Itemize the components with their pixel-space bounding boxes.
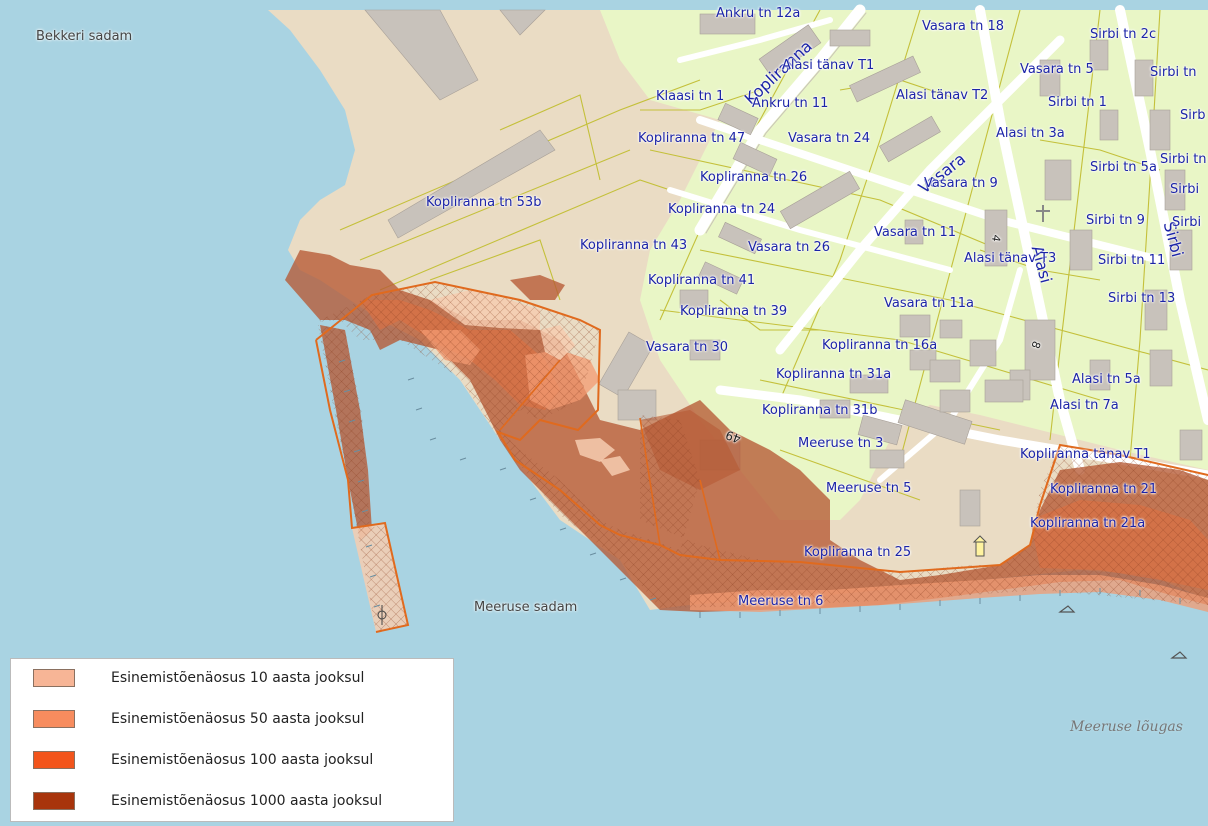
legend-label: Esinemistõenäosus 10 aasta jooksul (111, 670, 365, 686)
address-label: Vasara tn 24 (788, 131, 871, 146)
address-label: Kopliranna tn 39 (680, 304, 788, 319)
address-label: Meeruse tn 6 (738, 594, 824, 609)
address-label: Kopliranna tn 26 (700, 170, 808, 185)
address-label: Vasara tn 5 (1020, 62, 1094, 77)
address-label: Kopliranna tänav T1 (1020, 447, 1151, 462)
legend-item-1000-year: Esinemistõenäosus 1000 aasta jooksul (11, 786, 382, 816)
map-legend: Esinemistõenäosus 10 aasta jooksul Esine… (10, 658, 454, 822)
boat-icon (1058, 605, 1188, 659)
address-label: Sirbi tn 13 (1108, 291, 1176, 306)
label-meeruse-sadam: Meeruse sadam (474, 600, 578, 615)
address-label: Kopliranna tn 43 (580, 238, 688, 253)
address-label: Sirbi tn (1160, 152, 1207, 167)
address-label: Vasara tn 11 (874, 225, 957, 240)
address-label: Alasi tn 7a (1050, 398, 1119, 413)
label-bekkeri-sadam: Bekkeri sadam (36, 29, 133, 44)
address-label: Ankru tn 11 (752, 96, 829, 111)
address-label: Meeruse tn 5 (826, 481, 912, 496)
address-label: Sirbi tn 11 (1098, 253, 1166, 268)
pier-light-icon (377, 605, 387, 625)
address-label: Vasara tn 18 (922, 19, 1005, 34)
address-label: Alasi tänav T1 (782, 58, 875, 73)
address-label: Alasi tänav T2 (896, 88, 989, 103)
address-label: Sirbi tn 2c (1090, 27, 1157, 42)
legend-swatch (33, 792, 75, 810)
address-label: Sirb (1180, 108, 1206, 123)
address-label: Ankru tn 12a (716, 6, 801, 21)
address-label: Kopliranna tn 41 (648, 273, 756, 288)
lighthouse-icon (972, 535, 988, 557)
address-label: Klaasi tn 1 (656, 89, 725, 104)
legend-label: Esinemistõenäosus 50 aasta jooksul (111, 711, 365, 727)
address-label: Kopliranna tn 25 (804, 545, 912, 560)
address-label: Sirbi tn 9 (1086, 213, 1145, 228)
address-label: Vasara tn 11a (884, 296, 975, 311)
address-label: Kopliranna tn 31a (776, 367, 892, 382)
legend-label: Esinemistõenäosus 1000 aasta jooksul (111, 793, 383, 809)
legend-item-50-year: Esinemistõenäosus 50 aasta jooksul (11, 704, 364, 734)
legend-swatch (33, 710, 75, 728)
flood-zone-outline (315, 280, 1208, 574)
legend-swatch (33, 669, 75, 687)
address-label: Kopliranna tn 31b (762, 403, 878, 418)
flood-zones (285, 250, 1208, 633)
address-label: Kopliranna tn 21 (1050, 482, 1158, 497)
address-label: Sirbi tn 5a (1090, 160, 1157, 175)
label-meeruse-lougas: Meeruse lõugas (1070, 719, 1183, 735)
address-label: Vasara tn 26 (748, 240, 831, 255)
address-label: Sirbi tn 1 (1048, 95, 1107, 110)
address-label: Kopliranna tn 53b (426, 195, 542, 210)
shoreline-ticks (338, 359, 1181, 618)
buildings (364, 9, 1203, 527)
legend-swatch (33, 751, 75, 769)
address-label: Sirbi tn (1150, 65, 1197, 80)
address-label: Kopliranna tn 21a (1030, 516, 1146, 531)
address-label: Alasi tn 3a (996, 126, 1065, 141)
address-label: Sirbi (1172, 215, 1202, 230)
legend-item-100-year: Esinemistõenäosus 100 aasta jooksul (11, 745, 373, 775)
legend-label: Esinemistõenäosus 100 aasta jooksul (111, 752, 374, 768)
address-label: Sirbi (1170, 182, 1200, 197)
address-label: Kopliranna tn 47 (638, 131, 746, 146)
address-label: Kopliranna tn 24 (668, 202, 776, 217)
legend-item-10-year: Esinemistõenäosus 10 aasta jooksul (11, 663, 364, 693)
address-label: Vasara tn 30 (646, 340, 729, 355)
address-label: Kopliranna tn 16a (822, 338, 938, 353)
church-icon (1036, 205, 1050, 222)
address-label: Alasi tänav T3 (964, 251, 1057, 266)
address-label: Vasara tn 9 (924, 176, 998, 191)
address-label: Alasi tn 5a (1072, 372, 1141, 387)
address-label: Meeruse tn 3 (798, 436, 884, 451)
